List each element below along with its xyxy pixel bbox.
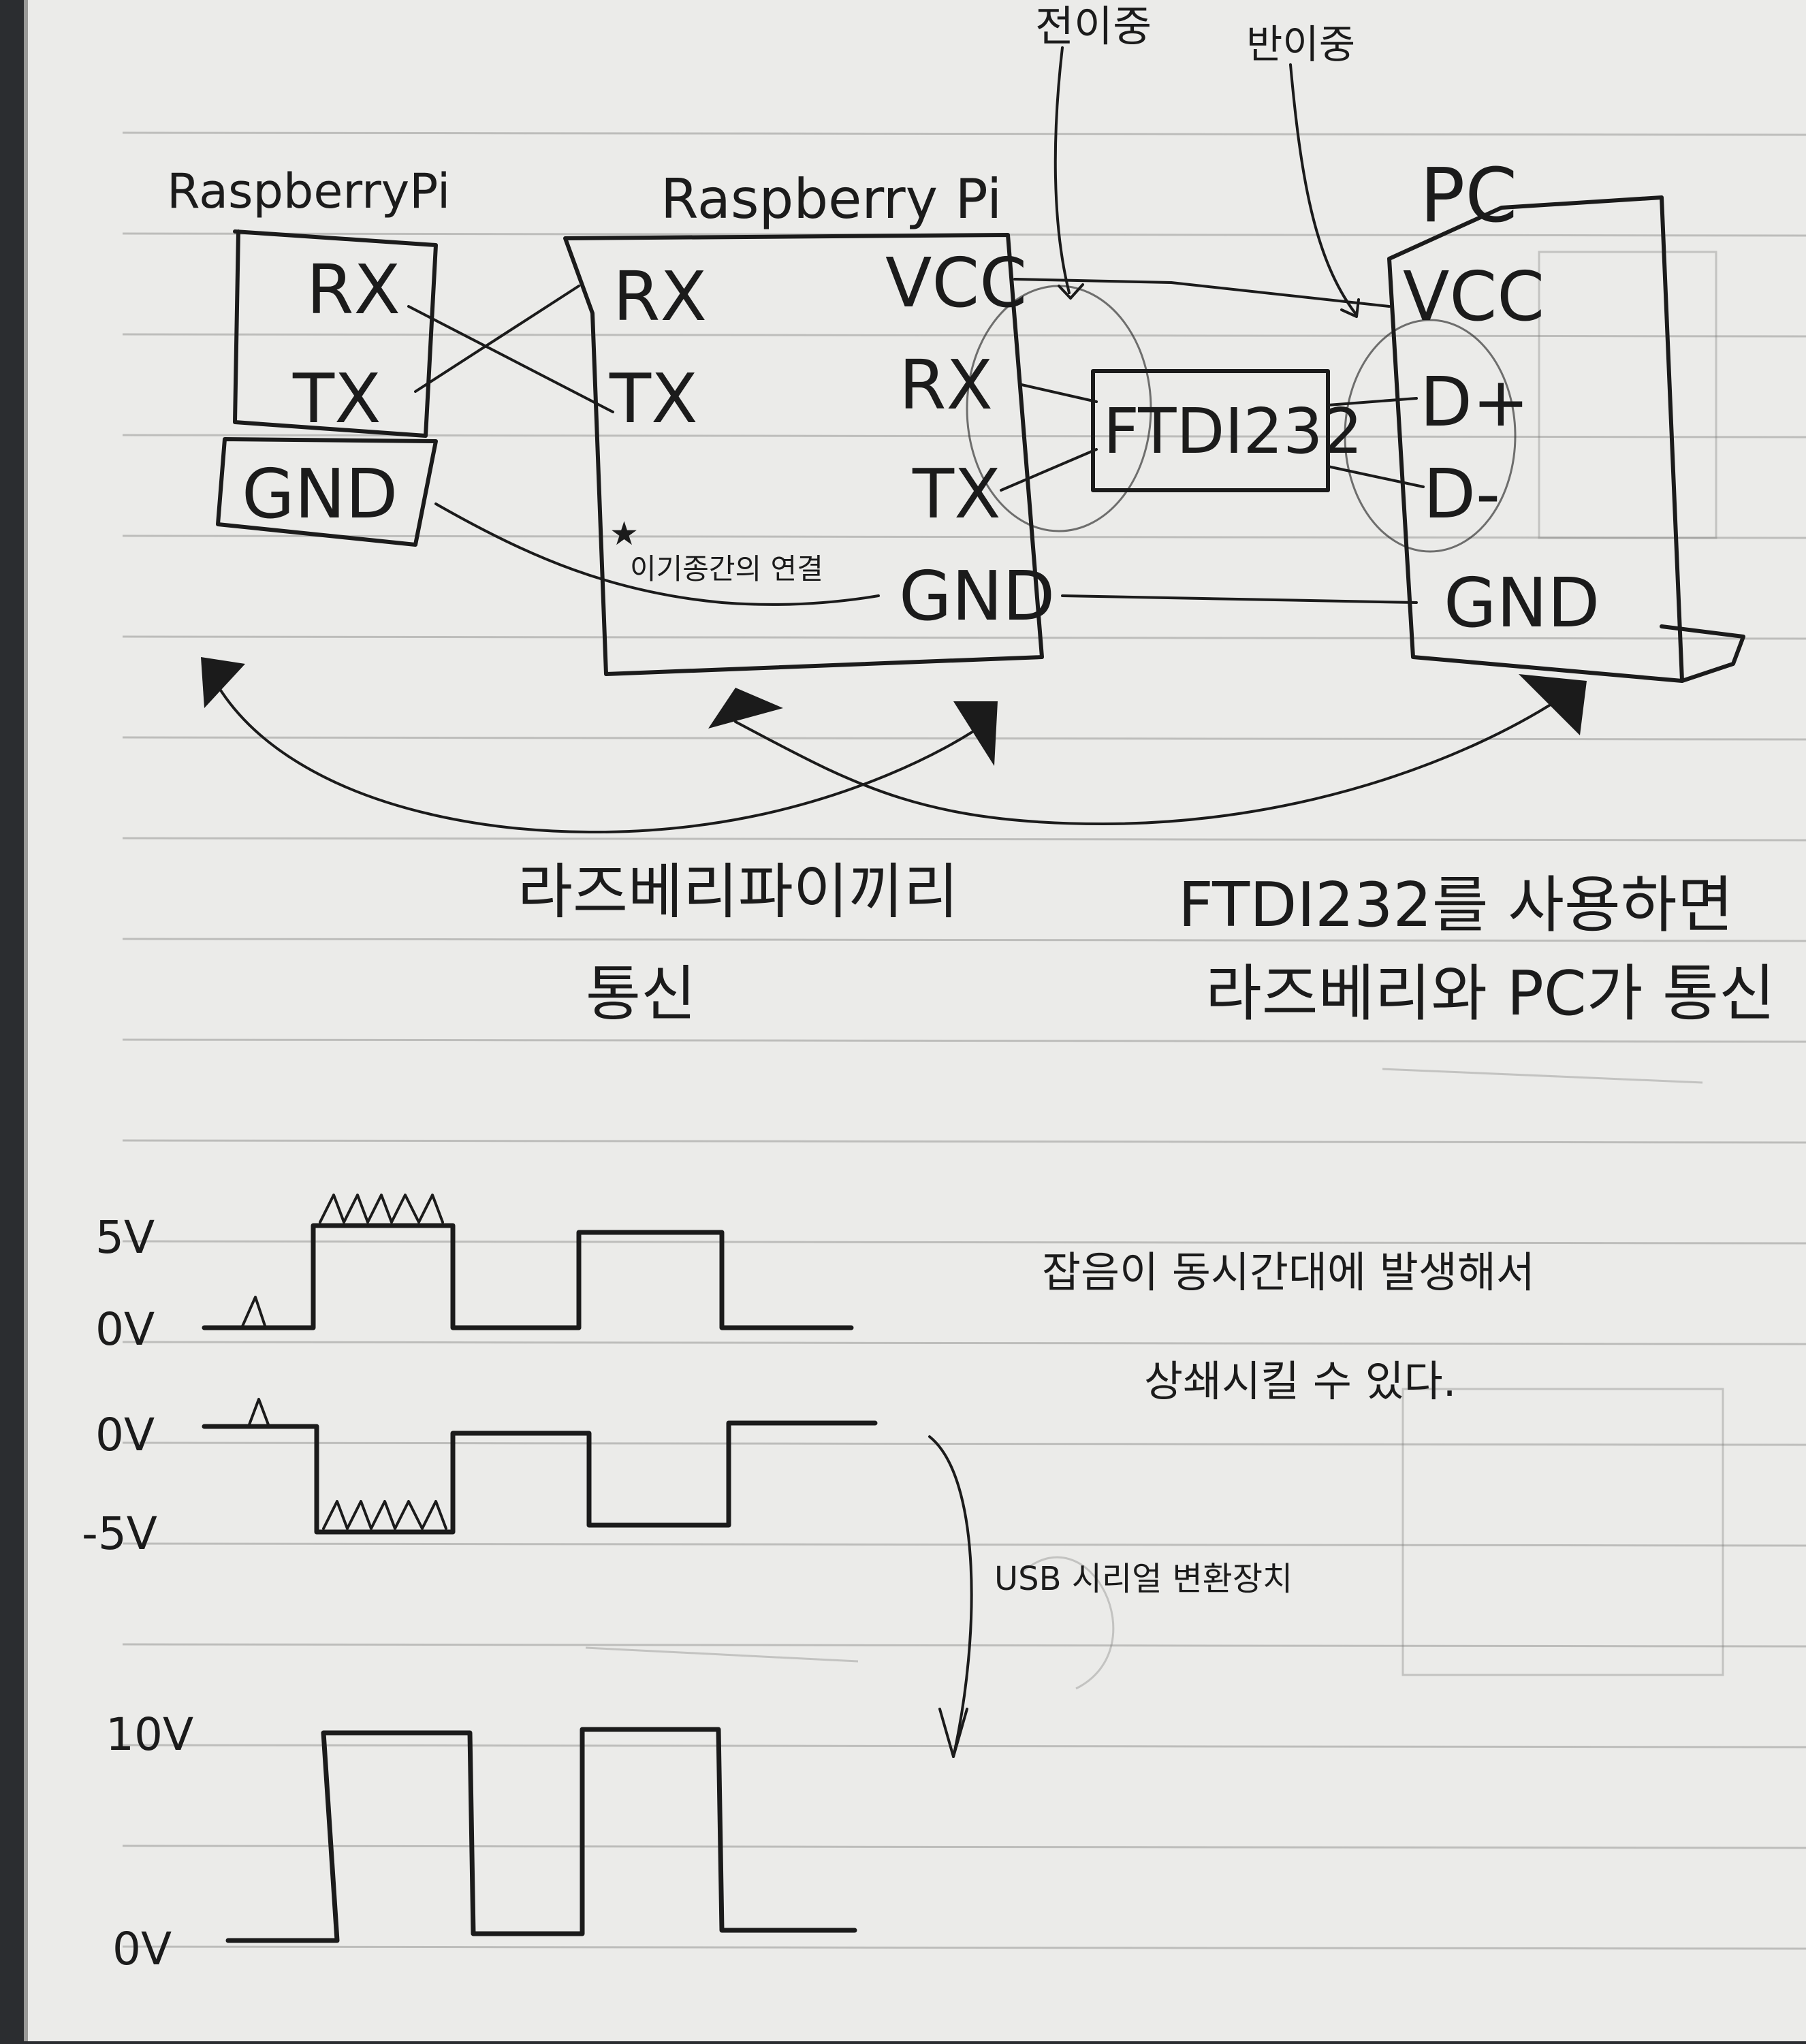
wave3-label-0v: 0V: [112, 1923, 172, 1975]
rpi-left-title: RaspberryPi: [167, 163, 450, 219]
wire-rx-to-tx: [407, 305, 614, 413]
ruled-line: [122, 837, 1806, 842]
ruled-line: [122, 635, 1806, 640]
caption-right-line1: FTDI232를 사용하면: [1178, 869, 1733, 941]
rpi-right-pin-rx2: RX: [899, 345, 993, 425]
rpi-right-pin-tx: TX: [609, 359, 698, 438]
pc-box: [1387, 195, 1684, 683]
wave2-noise-spike: [247, 1398, 270, 1428]
heterogeneous-connection-note: 이기종간의 연결: [630, 552, 823, 586]
ruled-line: [122, 1341, 1806, 1345]
arrow-pi-to-pi: [210, 673, 989, 833]
arrow-head-pc: [1519, 674, 1587, 735]
wire-vcc: [1013, 278, 1391, 308]
ruled-lines: [122, 131, 1806, 1950]
ruled-line: [122, 333, 1806, 338]
rpi-right-pin-rx: RX: [613, 257, 707, 336]
arrow-head-right-pi: [953, 701, 998, 766]
rpi-right-title: Raspberry Pi: [661, 167, 1002, 231]
ftdi-box: [1091, 369, 1330, 492]
rpi-left-box: [233, 229, 438, 438]
pc-pin-dplus: D+: [1420, 362, 1530, 442]
wave1-label-0v: 0V: [95, 1303, 155, 1356]
wave1-label-5v: 5V: [95, 1211, 155, 1264]
wave3-label-10v: 10V: [106, 1708, 193, 1761]
caption-right-line2: 라즈베리와 PC가 통신: [1205, 958, 1775, 1029]
converter-arrow-head: [938, 1708, 968, 1758]
noise-cancel-note-line1: 잡음이 동시간대에 발생해서: [1042, 1247, 1535, 1297]
ruled-line: [122, 1845, 1806, 1849]
notebook-page: [26, 0, 1806, 2041]
converter-arrow: [928, 1435, 973, 1758]
wave2-label-0v: 0V: [95, 1409, 155, 1461]
usb-serial-converter-note: USB 시리얼 변환장치: [994, 1560, 1293, 1598]
wire-gnd-pc: [1061, 594, 1418, 604]
rpi-left-pin-rx: RX: [306, 250, 400, 330]
wave2-noise: [322, 1500, 447, 1530]
rpi-right-pin-gnd: GND: [899, 556, 1055, 636]
wave2-label-minus5v: -5V: [82, 1507, 157, 1560]
rpi-left-pin-tx: TX: [292, 359, 381, 438]
pc-title: PC: [1420, 152, 1517, 239]
rpi-right-pin-vcc: VCC: [885, 243, 1027, 323]
pc-pin-vcc: VCC: [1403, 257, 1544, 336]
half-duplex-pointer: [1289, 63, 1360, 318]
wave2-signal: [202, 1420, 878, 1535]
ruled-line: [122, 131, 1806, 136]
arrow-head-left-pi: [201, 657, 245, 708]
noise-cancel-note-line2: 상쇄시킬 수 있다.: [1144, 1356, 1456, 1406]
arrow-pi-to-pc: [734, 693, 1568, 825]
caption-left-line2: 통신: [586, 959, 696, 1029]
arrow-head-pi: [708, 688, 783, 729]
wire-ftdi-dplus: [1327, 397, 1418, 406]
ruled-line: [122, 1542, 1806, 1547]
full-duplex-annotation: 전이중: [1035, 1, 1152, 51]
wire-ftdi-dminus: [1327, 465, 1425, 488]
rpi-left-pin-gnd: GND: [242, 454, 398, 534]
ruled-line: [122, 1441, 1806, 1446]
pc-pin-dminus: D-: [1423, 454, 1500, 534]
ruled-line: [122, 1240, 1806, 1245]
ruled-line: [122, 1643, 1806, 1648]
show-through-marks: [585, 251, 1724, 1690]
ruled-line: [122, 938, 1806, 942]
rpi-left-gnd-box: [216, 437, 438, 547]
wave1-noise: [319, 1194, 444, 1224]
star-mark: ★: [609, 515, 639, 553]
rpi-right-box: [563, 233, 1044, 676]
rpi-right-pin-tx2: TX: [912, 454, 1001, 534]
ftdi-label: FTDI232: [1103, 395, 1363, 468]
wire-tx-to-rx: [414, 285, 580, 393]
ruled-line: [122, 534, 1806, 539]
ruled-line: [122, 1744, 1806, 1748]
caption-left-line1: 라즈베리파이끼리: [518, 857, 959, 927]
ruled-line: [122, 1038, 1806, 1043]
half-duplex-circle: [1344, 319, 1517, 553]
ruled-line: [122, 1945, 1806, 1950]
wire-gnd-to-gnd: [434, 502, 880, 606]
wave3-signal: [225, 1727, 857, 1943]
pc-box-side: [1660, 624, 1745, 683]
wire-tx-to-ftdi: [1000, 448, 1098, 492]
ruled-line: [122, 1139, 1806, 1144]
wire-rx-to-ftdi: [1020, 383, 1098, 403]
pc-pin-gnd: GND: [1444, 563, 1600, 643]
wave1-signal: [202, 1223, 854, 1330]
full-duplex-circle: [966, 285, 1152, 532]
wave1-noise-spike: [240, 1296, 267, 1329]
half-duplex-annotation: 반이중: [1246, 21, 1355, 67]
